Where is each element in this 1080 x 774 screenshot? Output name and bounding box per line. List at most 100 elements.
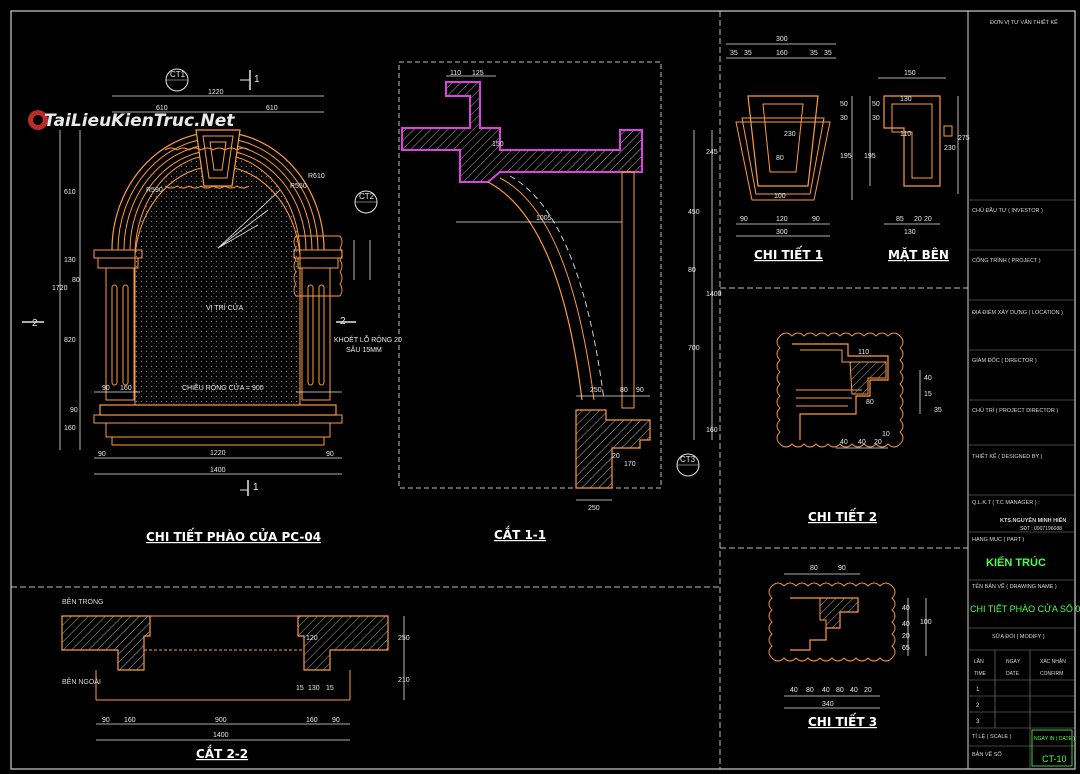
svg-text:125: 125 (472, 70, 484, 77)
svg-text:ĐƠN VỊ TƯ VẤN THIẾT KẾ: ĐƠN VỊ TƯ VẤN THIẾT KẾ (990, 19, 1058, 26)
svg-text:90: 90 (98, 451, 106, 458)
svg-text:130: 130 (64, 257, 76, 264)
svg-text:80: 80 (866, 399, 874, 406)
svg-text:ĐỊA ĐIỂM XÂY DỰNG ( LOCATION ): ĐỊA ĐIỂM XÂY DỰNG ( LOCATION ) (972, 309, 1063, 316)
svg-text:80: 80 (776, 155, 784, 162)
svg-text:230: 230 (784, 131, 796, 138)
svg-text:2: 2 (976, 703, 980, 709)
svg-text:110: 110 (900, 131, 911, 138)
svg-text:50: 50 (840, 101, 848, 108)
title-detail-3: CHI TIẾT 3 (808, 713, 877, 729)
svg-text:80: 80 (836, 687, 844, 694)
svg-text:110: 110 (450, 70, 461, 77)
svg-text:250: 250 (588, 505, 600, 512)
title-detail-1: CHI TIẾT 1 (754, 246, 823, 262)
svg-text:20: 20 (864, 687, 872, 694)
svg-text:90: 90 (102, 385, 110, 392)
svg-text:GIÁM ĐỐC ( DIRECTOR ): GIÁM ĐỐC ( DIRECTOR ) (972, 357, 1037, 364)
svg-text:TÊN BẢN VẼ ( DRAWING NAME ): TÊN BẢN VẼ ( DRAWING NAME ) (972, 582, 1057, 590)
svg-text:SỬA ĐỔI ( MODIFY ): SỬA ĐỔI ( MODIFY ) (992, 633, 1045, 640)
main-elevation: CT1 CT2 1 1 2 2 VỊ TRÍ CỬA CHIỀU RỘNG CỬ… (22, 68, 402, 544)
svg-text:90: 90 (326, 451, 334, 458)
svg-text:195: 195 (864, 153, 876, 160)
svg-text:1: 1 (976, 687, 980, 693)
svg-text:130: 130 (308, 685, 320, 692)
watermark-logo: TaiLieuKienTruc.Net (28, 110, 235, 131)
svg-text:100: 100 (920, 619, 932, 626)
svg-text:130: 130 (900, 96, 912, 103)
svg-text:CHỦ ĐẦU TƯ ( INVESTOR ): CHỦ ĐẦU TƯ ( INVESTOR ) (972, 207, 1043, 214)
svg-text:250: 250 (590, 387, 602, 394)
svg-text:160: 160 (776, 50, 788, 57)
svg-text:275: 275 (958, 135, 970, 142)
svg-text:35: 35 (744, 50, 752, 57)
svg-text:40: 40 (858, 439, 866, 446)
svg-text:90: 90 (812, 216, 820, 223)
inside-label: BÊN TRONG (62, 597, 104, 606)
svg-text:120: 120 (776, 216, 788, 223)
detail-1: 300 35 35 160 35 35 50 30 230 195 80 100… (726, 36, 853, 262)
detail-2: 110 40 40 20 10 80 40 15 35 CHI TIẾT 2 (776, 332, 942, 524)
section-2-2: BÊN TRONG BÊN NGOÀI 90 160 900 160 90 14… (61, 597, 410, 761)
svg-text:160: 160 (124, 717, 136, 724)
svg-text:THIẾT KẾ ( DESIGNED BY ): THIẾT KẾ ( DESIGNED BY ) (972, 453, 1043, 460)
svg-text:15: 15 (296, 685, 304, 692)
svg-text:210: 210 (398, 677, 410, 684)
notch-note-2: SÂU 15MM (346, 345, 382, 354)
svg-text:80: 80 (810, 565, 818, 572)
svg-text:160: 160 (64, 425, 76, 432)
svg-text:610: 610 (266, 105, 278, 112)
svg-text:250: 250 (398, 635, 410, 642)
svg-text:20: 20 (874, 439, 882, 446)
svg-text:10: 10 (882, 431, 890, 438)
svg-text:90: 90 (838, 565, 846, 572)
svg-text:450: 450 (688, 209, 700, 216)
svg-text:CHỦ TRÌ ( PROJECT DIRECTOR ): CHỦ TRÌ ( PROJECT DIRECTOR ) (972, 407, 1058, 414)
svg-text:30: 30 (840, 115, 848, 122)
svg-text:CONFIRM: CONFIRM (1040, 671, 1063, 677)
svg-text:80: 80 (620, 387, 628, 394)
svg-text:230: 230 (944, 145, 956, 152)
svg-text:195: 195 (840, 153, 852, 160)
svg-text:1400: 1400 (210, 467, 226, 474)
window-position-label: VỊ TRÍ CỬA (206, 303, 244, 312)
svg-text:80: 80 (72, 277, 80, 284)
svg-text:CHI TIẾT PHÀO CỬA SỔ 03: CHI TIẾT PHÀO CỬA SỔ 03 (970, 603, 1080, 614)
sheet-number: CT-10 (1042, 754, 1067, 764)
svg-text:1005: 1005 (536, 215, 552, 222)
svg-text:150: 150 (492, 141, 504, 148)
svg-text:TỈ LỆ ( SCALE ): TỈ LỆ ( SCALE ) (972, 732, 1012, 740)
svg-text:LẦN: LẦN (974, 658, 984, 665)
title-section-2: CẮT 2-2 (196, 745, 248, 761)
svg-text:1: 1 (254, 74, 260, 85)
callout-ct1: CT1 (170, 70, 186, 79)
svg-text:40: 40 (924, 375, 932, 382)
svg-text:R550: R550 (290, 183, 307, 190)
svg-text:340: 340 (822, 701, 834, 708)
section-mark-2-left: 2 (22, 318, 44, 329)
svg-text:40: 40 (822, 687, 830, 694)
svg-text:20: 20 (902, 633, 910, 640)
svg-text:1: 1 (253, 482, 259, 493)
svg-text:1720: 1720 (52, 285, 68, 292)
svg-text:35: 35 (810, 50, 818, 57)
svg-text:HẠNG MỤC ( PART ): HẠNG MỤC ( PART ) (972, 537, 1024, 543)
svg-text:160: 160 (706, 427, 718, 434)
svg-text:90: 90 (70, 407, 78, 414)
svg-text:90: 90 (740, 216, 748, 223)
svg-text:3: 3 (976, 719, 980, 725)
svg-text:35: 35 (730, 50, 738, 57)
svg-text:130: 130 (904, 229, 916, 236)
svg-text:20: 20 (924, 216, 932, 223)
svg-text:1220: 1220 (208, 89, 224, 96)
svg-text:610: 610 (64, 189, 76, 196)
svg-text:1400: 1400 (706, 291, 722, 298)
svg-text:KIẾN TRÚC: KIẾN TRÚC (986, 556, 1046, 569)
svg-text:65: 65 (902, 645, 910, 652)
section-mark-2-right: 2 (336, 316, 356, 327)
svg-text:610: 610 (156, 105, 168, 112)
svg-text:R610: R610 (308, 173, 325, 180)
callout-ct3: CT3 (680, 455, 696, 464)
sheet-border (10, 10, 1076, 770)
